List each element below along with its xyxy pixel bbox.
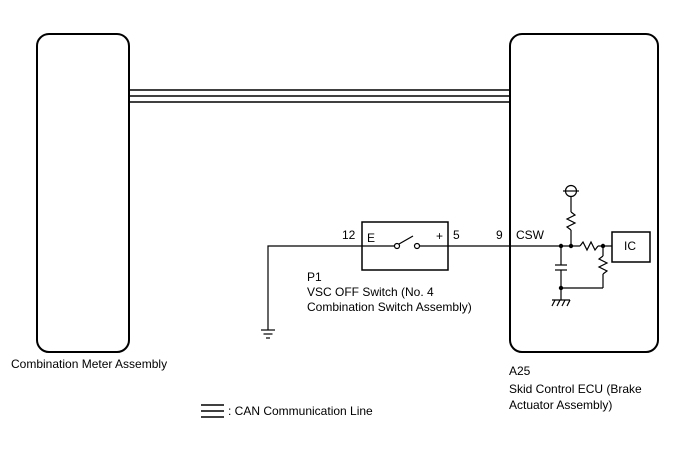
legend-can-label: : CAN Communication Line	[228, 404, 373, 418]
switch-code: P1	[307, 270, 322, 284]
ic-label: IC	[624, 239, 636, 253]
combination-meter-label: Combination Meter Assembly	[11, 357, 168, 371]
wire-switch-to-ground	[267, 245, 362, 330]
switch-name-line2: Combination Switch Assembly)	[307, 300, 472, 314]
ecu-pin: 9	[496, 228, 503, 242]
combination-meter-box	[36, 33, 130, 353]
switch-name-line1: VSC OFF Switch (No. 4	[307, 285, 434, 299]
switch-terminal-right: +	[436, 229, 444, 243]
switch-pin-right: 5	[453, 228, 460, 242]
power-supply-icon	[563, 184, 579, 198]
switch-terminal-left: E	[367, 231, 376, 245]
ecu-code: A25	[509, 364, 531, 378]
ecu-terminal: CSW	[516, 228, 544, 242]
ic-box	[611, 231, 651, 263]
can-bus-line	[129, 89, 510, 103]
ecu-name-line1: Skid Control ECU (Brake	[509, 382, 642, 396]
switch-symbol	[362, 235, 448, 250]
ecu-box	[509, 33, 659, 353]
ecu-internal-circuit	[510, 197, 612, 300]
legend-can-line-icon	[201, 404, 224, 418]
ground-icon	[261, 329, 275, 339]
chassis-ground-icon	[551, 299, 571, 307]
ecu-name-line2: Actuator Assembly)	[509, 398, 613, 412]
switch-pin-left: 12	[342, 228, 356, 242]
junction-dots	[558, 243, 606, 291]
